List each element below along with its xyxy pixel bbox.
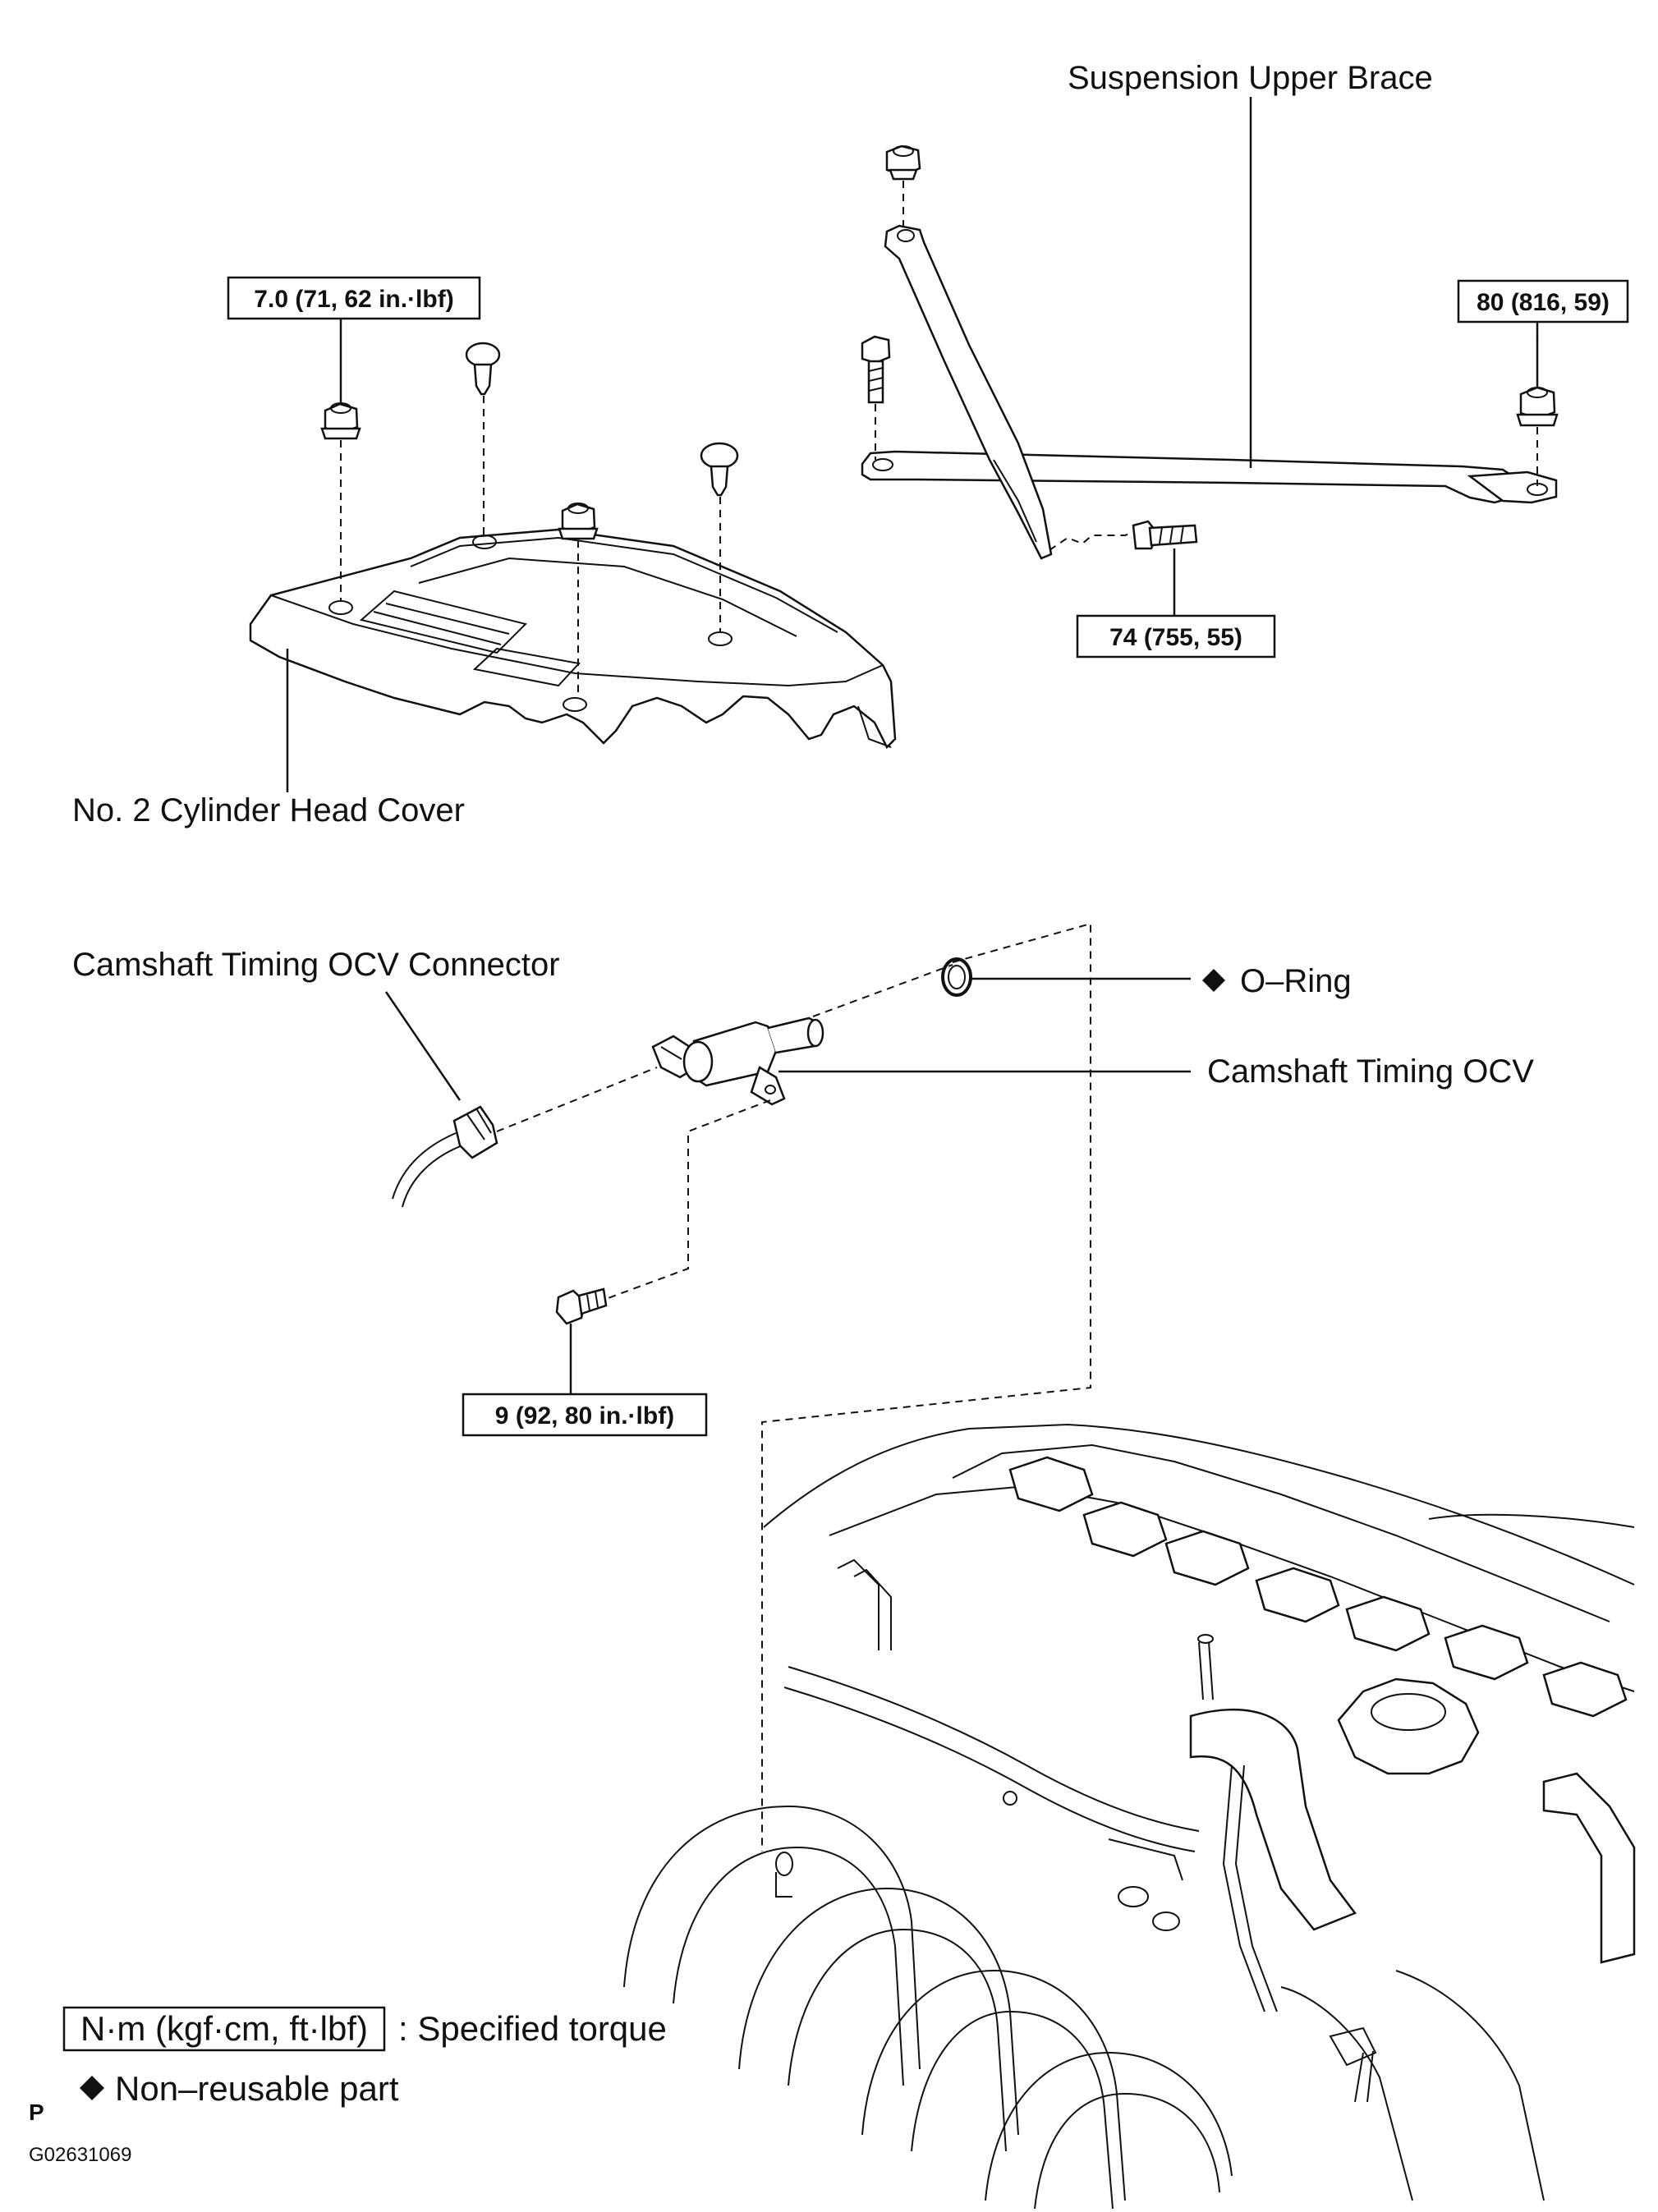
- no2-cylinder-head-cover: [249, 528, 897, 750]
- brace-left-bolt: [861, 335, 891, 460]
- torque-head-cover-text: 7.0 (71, 62 in.·lbf): [254, 286, 453, 313]
- figure-code: G02631069: [29, 2144, 131, 2166]
- brace-center-bolt: [1049, 520, 1198, 551]
- torque-box-brace-right: [1457, 279, 1629, 324]
- cover-hole-2: [472, 535, 497, 549]
- label-camshaft-timing-ocv-connector: Camshaft Timing OCV Connector: [72, 947, 560, 983]
- cover-clip-1: [465, 342, 501, 535]
- legend: N·m (kgf·cm, ft·lbf) : Specified torque …: [62, 2006, 667, 2108]
- label-suspension-upper-brace: Suspension Upper Brace: [1068, 60, 1433, 96]
- legend-torque-box-text: N·m (kgf·cm, ft·lbf): [80, 2009, 368, 2048]
- legend-nonreusable-text: Non–reusable part: [115, 2069, 399, 2108]
- torque-box-brace-bolt: [1076, 614, 1276, 659]
- torque-ocv-bolt-text: 9 (92, 80 in.·lbf): [495, 1402, 674, 1430]
- o-ring-nonreusable-diamond-icon: [1202, 969, 1225, 992]
- legend-torque-text: : Specified torque: [398, 2009, 667, 2048]
- p-mark: P: [29, 2100, 44, 2125]
- torque-brace-right-text: 80 (816, 59): [1477, 289, 1610, 316]
- black-diamond-icon: [80, 2076, 104, 2100]
- cover-clip-2: [700, 442, 739, 632]
- ocv-connector: [392, 1105, 498, 1208]
- brace-top-nut: [885, 145, 921, 230]
- suspension-upper-brace: [861, 224, 1558, 560]
- torque-box-head-cover: [227, 276, 481, 320]
- engine-illustration: [623, 1423, 1636, 2210]
- cover-nut-center: [558, 503, 599, 698]
- camshaft-timing-ocv: [651, 1017, 824, 1106]
- oil-filler-cap: [1337, 1677, 1480, 1775]
- label-o-ring: O–Ring: [1240, 963, 1352, 999]
- o-ring: [941, 957, 972, 997]
- torque-box-ocv-bolt: [462, 1393, 708, 1437]
- label-camshaft-timing-ocv: Camshaft Timing OCV: [1207, 1053, 1534, 1090]
- ocv-bolt: [555, 1099, 771, 1325]
- cover-hole-4: [563, 697, 587, 712]
- cover-nut-left: [320, 402, 361, 601]
- brace-right-nut: [1516, 386, 1559, 486]
- label-no2-cylinder-head-cover: No. 2 Cylinder Head Cover: [72, 792, 465, 828]
- legend-torque-box: [62, 2006, 386, 2052]
- torque-brace-bolt-text: 74 (755, 55): [1109, 624, 1242, 651]
